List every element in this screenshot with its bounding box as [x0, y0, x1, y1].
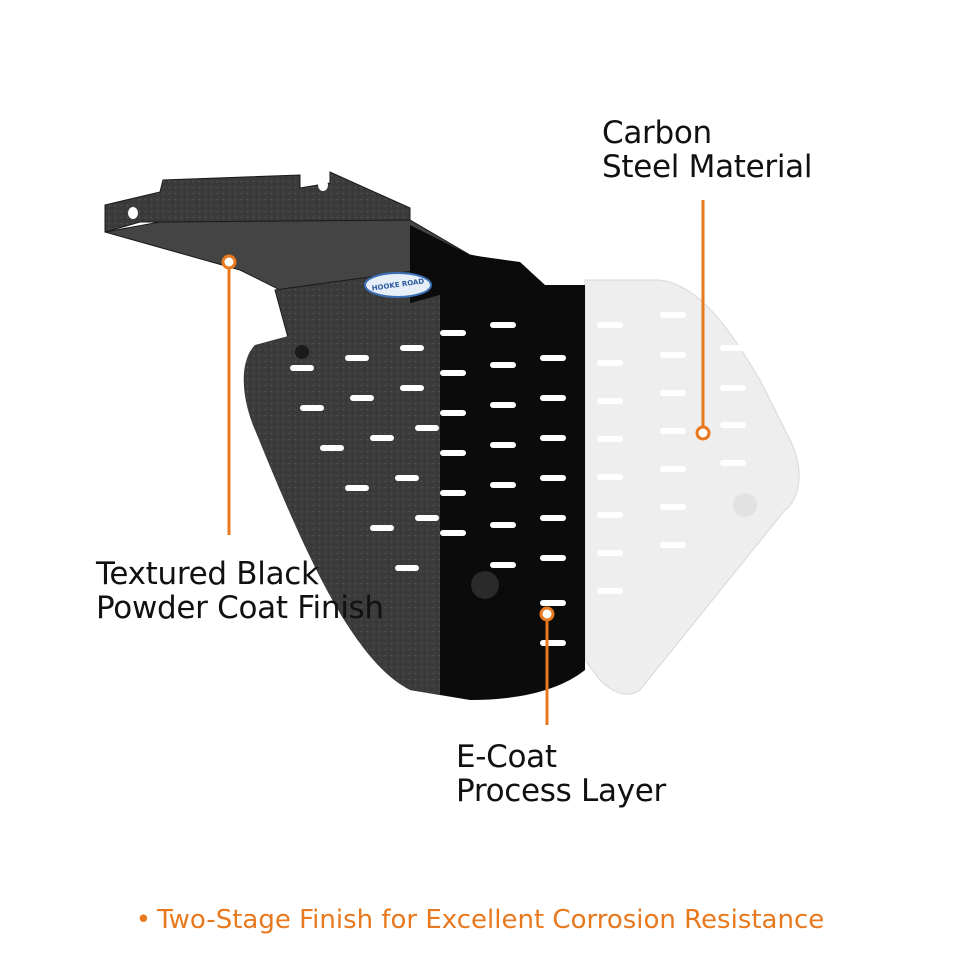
- carbon-steel-label: Carbon Steel Material: [602, 116, 812, 184]
- brand-badge: [364, 272, 432, 298]
- bullet-icon: •: [135, 905, 152, 935]
- bracket-mount-slot: [128, 207, 138, 219]
- ecoat-label: E-Coat Process Layer: [456, 740, 666, 808]
- label-line: Steel Material: [602, 149, 813, 185]
- label-line: Textured Black: [96, 556, 319, 592]
- steel-slots: [597, 312, 757, 594]
- label-line: Powder Coat Finish: [96, 590, 384, 626]
- label-line: Carbon: [602, 115, 712, 151]
- footer-text: Two-Stage Finish for Excellent Corrosion…: [157, 905, 825, 935]
- ecoat-slots: [440, 322, 566, 646]
- footer-tagline: •Two-Stage Finish for Excellent Corrosio…: [0, 900, 960, 940]
- callout-lines: [227, 200, 705, 725]
- carbon-steel-layer: [584, 279, 800, 695]
- bracket-mount-slot: [318, 179, 328, 191]
- label-line: Process Layer: [456, 773, 666, 809]
- powder-coat-label: Textured Black Powder Coat Finish: [96, 557, 384, 625]
- ecoat-layer: [410, 225, 585, 700]
- callout-dots: [221, 254, 711, 622]
- label-line: E-Coat: [456, 739, 557, 775]
- bracket-back-flange: [104, 171, 411, 233]
- powder-coat-layer: [243, 295, 440, 695]
